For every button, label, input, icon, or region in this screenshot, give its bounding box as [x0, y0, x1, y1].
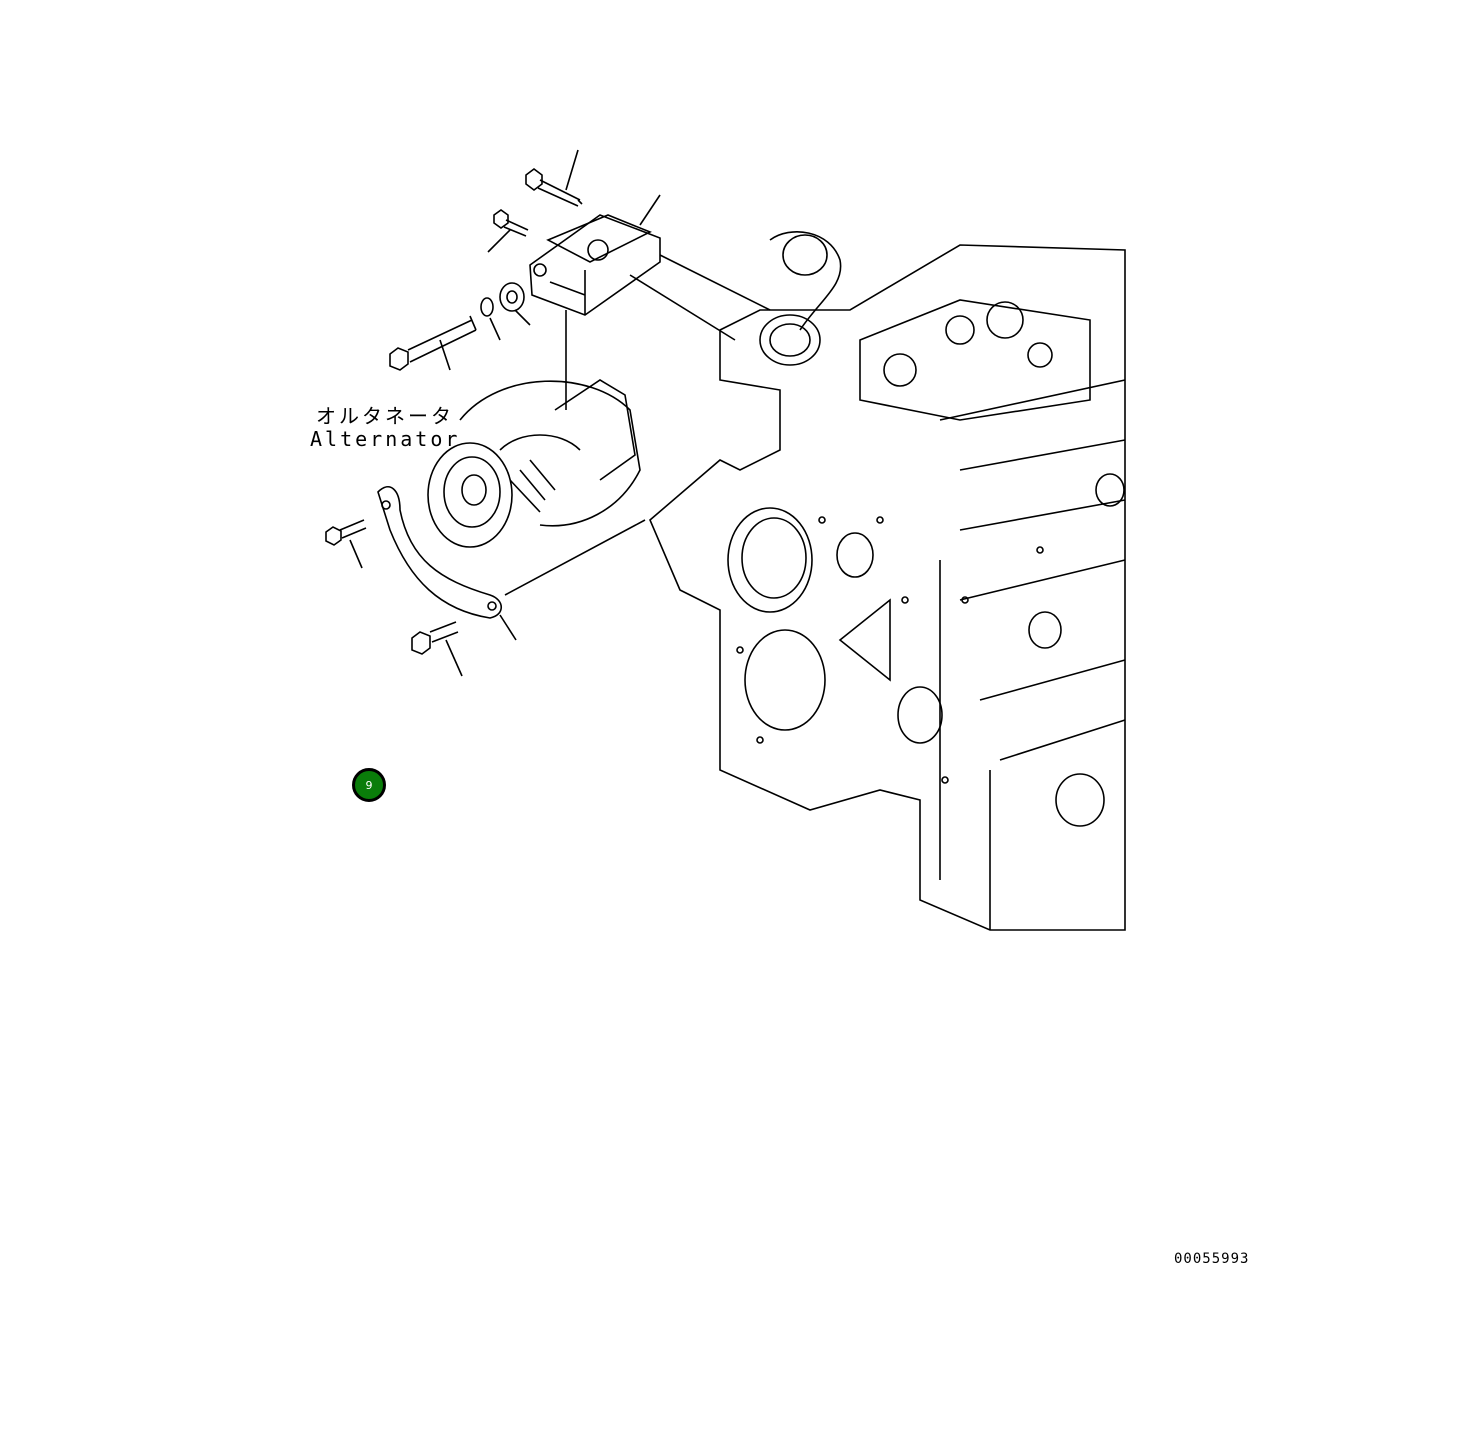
alternator [427, 379, 641, 548]
adjusting-link [377, 486, 646, 641]
drawing-number: 00055993 [1174, 1251, 1250, 1267]
spacer [499, 282, 531, 326]
bolt-second [487, 209, 529, 253]
engine-block [649, 231, 1126, 931]
bolt-top [525, 149, 583, 207]
bolt-lower-left [325, 519, 367, 569]
bolt-lower [411, 621, 463, 677]
bracket-upper [529, 194, 771, 410]
part-label-english: Alternator [310, 427, 461, 451]
callout-number: 9 [365, 778, 373, 792]
long-bolt [389, 315, 477, 371]
callout-marker[interactable]: 9 [352, 768, 386, 802]
washer [480, 297, 501, 341]
part-label-japanese: オルタネータ [316, 404, 454, 428]
